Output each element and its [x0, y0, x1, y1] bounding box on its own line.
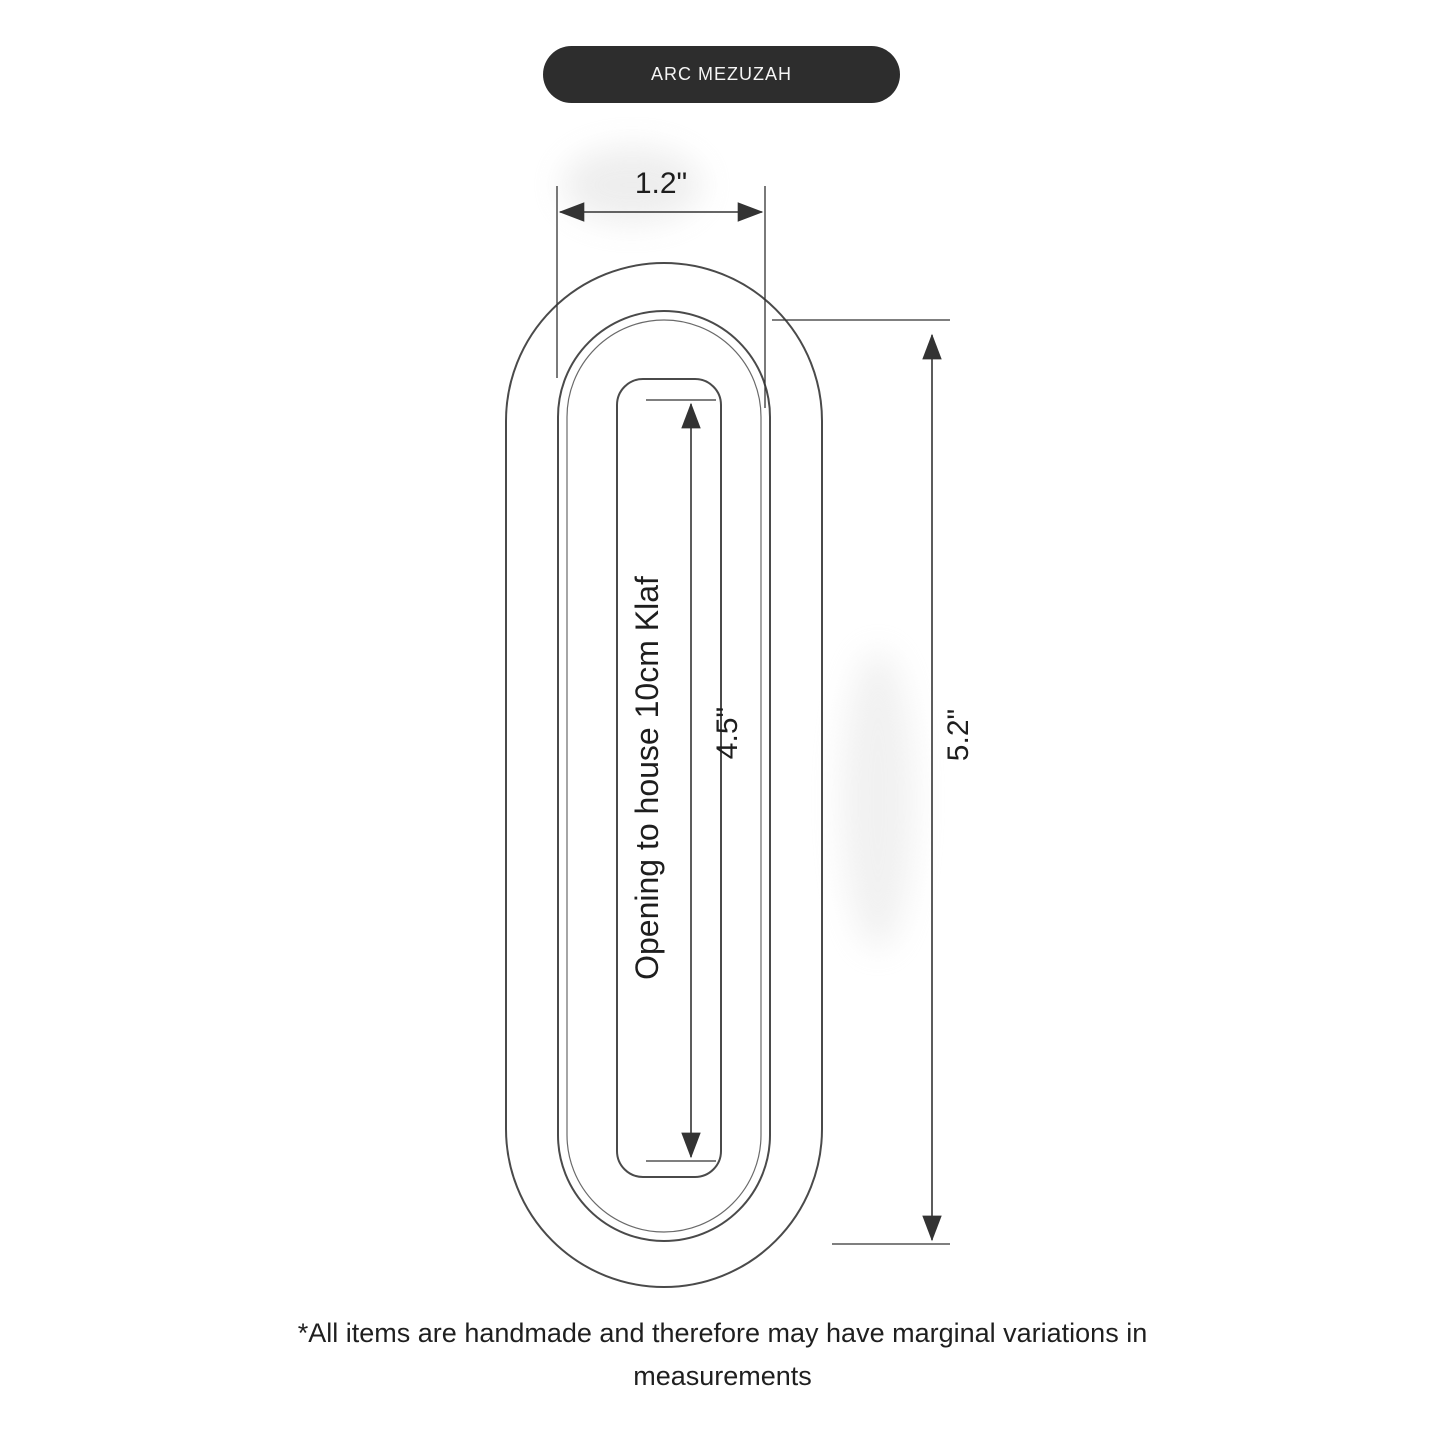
opening-dimension-label: 4.5" [711, 707, 744, 759]
title-badge-label: ARC MEZUZAH [651, 64, 792, 84]
height-dimension-label: 5.2" [942, 709, 975, 761]
klaf-slot-outline [616, 378, 722, 1178]
footnote: *All items are handmade and therefore ma… [0, 1312, 1445, 1398]
opening-description-label: Opening to house 10cm Klaf [629, 576, 665, 980]
footnote-line-1: *All items are handmade and therefore ma… [297, 1318, 1148, 1348]
footnote-line-2: measurements [633, 1361, 812, 1392]
inner-shell-outline [557, 310, 771, 1242]
title-badge: ARC MEZUZAH [543, 46, 900, 103]
outer-shell-outline [505, 262, 823, 1288]
inner-shell-inner-line [566, 319, 762, 1233]
width-dimension-label: 1.2" [635, 167, 687, 200]
background-smudge [842, 650, 914, 950]
